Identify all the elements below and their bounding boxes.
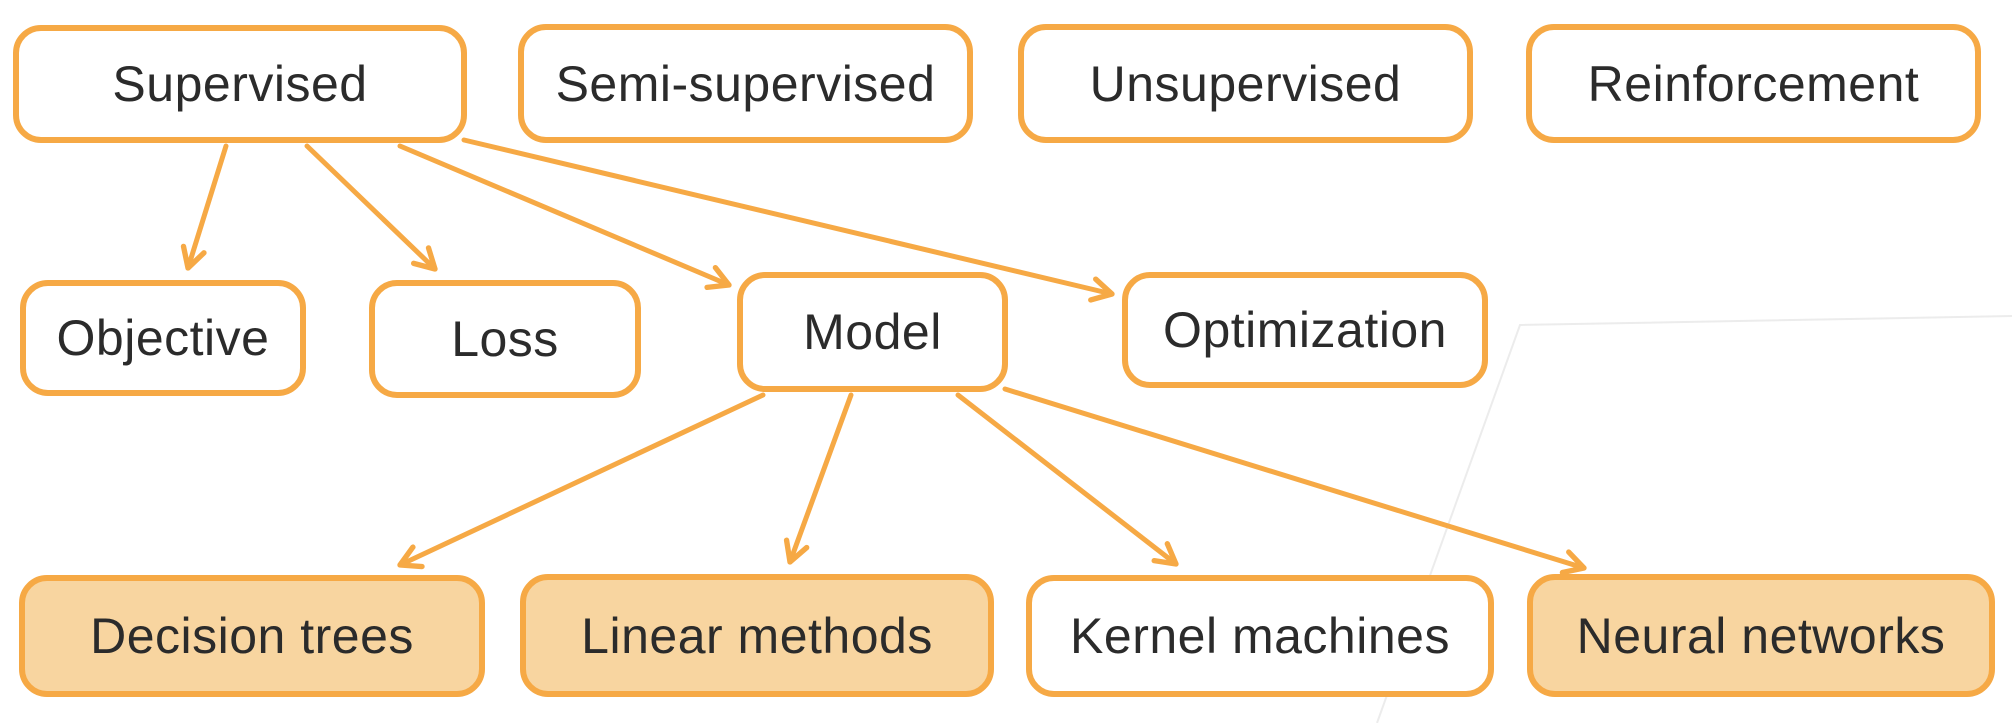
node-supervised: Supervised [13, 25, 467, 143]
node-label: Reinforcement [1587, 55, 1920, 112]
node-objective: Objective [20, 280, 306, 396]
node-label: Objective [56, 310, 270, 366]
node-label: Loss [451, 311, 559, 367]
node-label: Linear methods [581, 607, 933, 664]
node-label: Model [803, 304, 942, 360]
arrow-supervised-optimization [461, 137, 1115, 303]
arrow-model-kernel-machines [955, 392, 1179, 567]
node-label: Optimization [1163, 302, 1447, 358]
arrow-supervised-loss [304, 143, 438, 272]
node-neural-networks: Neural networks [1527, 574, 1995, 697]
node-label: Neural networks [1576, 607, 1946, 664]
node-kernel-machines: Kernel machines [1026, 575, 1494, 697]
arrow-model-linear-methods [783, 392, 854, 565]
node-unsupervised: Unsupervised [1018, 24, 1473, 143]
node-optimization: Optimization [1122, 272, 1488, 388]
node-label: Semi-supervised [555, 55, 936, 112]
node-label: Decision trees [90, 608, 414, 664]
arrow-supervised-model [397, 143, 732, 291]
arrow-model-decision-trees [397, 392, 766, 570]
arrow-model-neural-networks [1002, 386, 1587, 576]
node-model: Model [737, 272, 1008, 392]
node-loss: Loss [369, 280, 641, 398]
node-reinforcement: Reinforcement [1526, 24, 1981, 143]
node-linear-methods: Linear methods [520, 574, 994, 697]
node-semi-supervised: Semi-supervised [518, 24, 973, 143]
arrow-supervised-objective [180, 143, 229, 271]
node-decision-trees: Decision trees [19, 575, 485, 697]
node-label: Unsupervised [1089, 55, 1402, 112]
node-label: Supervised [112, 56, 368, 112]
node-label: Kernel machines [1070, 608, 1450, 664]
